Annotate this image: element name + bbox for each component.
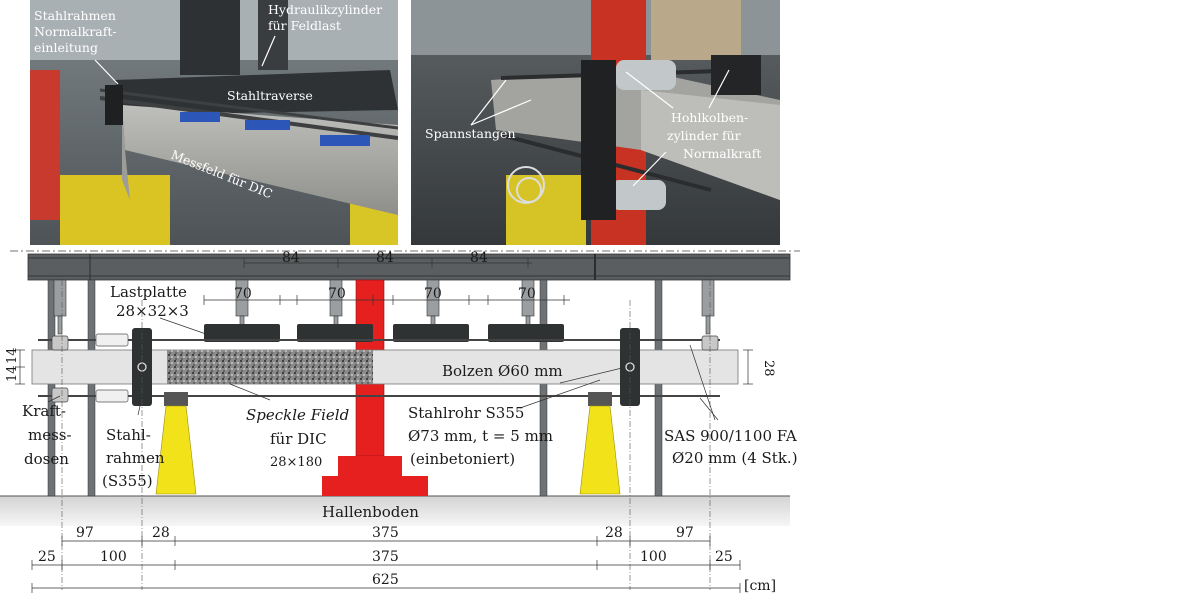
label-hydraulik-line-2: für Feldlast bbox=[268, 18, 341, 33]
label-bolzen: Bolzen Ø60 mm bbox=[442, 362, 563, 380]
dim-plate-3: 70 bbox=[424, 286, 442, 302]
dim-row2-4: 100 bbox=[640, 549, 667, 565]
label-speckle-3: 28×180 bbox=[270, 455, 322, 470]
dim-left-14-a: 14 bbox=[5, 347, 20, 364]
dim-row2-3: 375 bbox=[372, 549, 399, 565]
label-lastplatte-2: 28×32×3 bbox=[116, 302, 189, 320]
label-stahlrahmen-3: (S355) bbox=[102, 472, 153, 490]
dim-row2-2: 100 bbox=[100, 549, 127, 565]
dim-plate-4: 70 bbox=[518, 286, 536, 302]
dim-top-2: 84 bbox=[376, 250, 394, 266]
label-speckle-2: für DIC bbox=[270, 430, 327, 448]
label-hohlkolben-line-1: Hohlkolben- bbox=[671, 110, 748, 125]
elevation-drawing: 84 84 84 70 70 70 70 28 14 14 97 28 375 … bbox=[0, 250, 800, 594]
speckle-field bbox=[167, 350, 373, 384]
label-stahlrahmen-line-1: Stahlrahmen bbox=[34, 8, 116, 23]
label-stahlrohr-1: Stahlrohr S355 bbox=[408, 404, 524, 422]
label-kraftmessdosen-2: mess- bbox=[28, 426, 72, 444]
dim-plate-2: 70 bbox=[328, 286, 346, 302]
photo-test-setup-side: Spannstangen Hohlkolben- zylinder für No… bbox=[411, 0, 780, 245]
dim-top-1: 84 bbox=[282, 250, 300, 266]
dim-row1-2: 28 bbox=[152, 525, 170, 541]
dim-row3: 625 bbox=[372, 572, 399, 588]
label-hallenboden: Hallenboden bbox=[322, 503, 419, 521]
label-stahlrohr-2: Ø73 mm, t = 5 mm bbox=[408, 427, 553, 445]
label-lastplatte-1: Lastplatte bbox=[110, 283, 187, 301]
label-hohlkolben-line-2: zylinder für bbox=[667, 128, 741, 143]
dim-row1-1: 97 bbox=[76, 525, 94, 541]
dim-row1-5: 97 bbox=[676, 525, 694, 541]
label-sas-2: Ø20 mm (4 Stk.) bbox=[672, 449, 798, 467]
photo-test-setup-front: Stahlrahmen Normalkraft- einleitung Hydr… bbox=[30, 0, 398, 245]
dim-left-14-b: 14 bbox=[5, 365, 20, 382]
label-sas-1: SAS 900/1100 FA bbox=[664, 427, 797, 445]
dim-row2-1: 25 bbox=[38, 549, 56, 565]
dim-top-3: 84 bbox=[470, 250, 488, 266]
dim-row2-5: 25 bbox=[715, 549, 733, 565]
label-stahltraverse: Stahltraverse bbox=[227, 88, 313, 103]
unit-label: [cm] bbox=[744, 578, 776, 594]
label-kraftmessdosen-3: dosen bbox=[24, 450, 69, 468]
label-hydraulik-line-1: Hydraulikzylinder bbox=[268, 2, 382, 17]
label-speckle-1: Speckle Field bbox=[246, 406, 349, 424]
dim-plate-1: 70 bbox=[234, 286, 252, 302]
label-stahlrahmen-line-3: einleitung bbox=[34, 40, 98, 55]
hallenboden-floor bbox=[0, 496, 790, 526]
label-kraftmessdosen-1: Kraft- bbox=[22, 402, 66, 420]
label-stahlrohr-3: (einbetoniert) bbox=[410, 450, 515, 468]
dim-row1-4: 28 bbox=[605, 525, 623, 541]
support-jack-left bbox=[155, 392, 197, 495]
dim-height: 28 bbox=[761, 360, 776, 377]
support-jack-right bbox=[579, 392, 621, 495]
label-stahlrahmen-2: rahmen bbox=[106, 449, 165, 467]
label-hohlkolben-line-3: Normalkraft bbox=[683, 146, 761, 161]
label-stahlrahmen-1: Stahl- bbox=[106, 426, 151, 444]
dim-row1-3: 375 bbox=[372, 525, 399, 541]
label-spannstangen: Spannstangen bbox=[425, 126, 516, 141]
label-stahlrahmen-line-2: Normalkraft- bbox=[34, 24, 117, 39]
